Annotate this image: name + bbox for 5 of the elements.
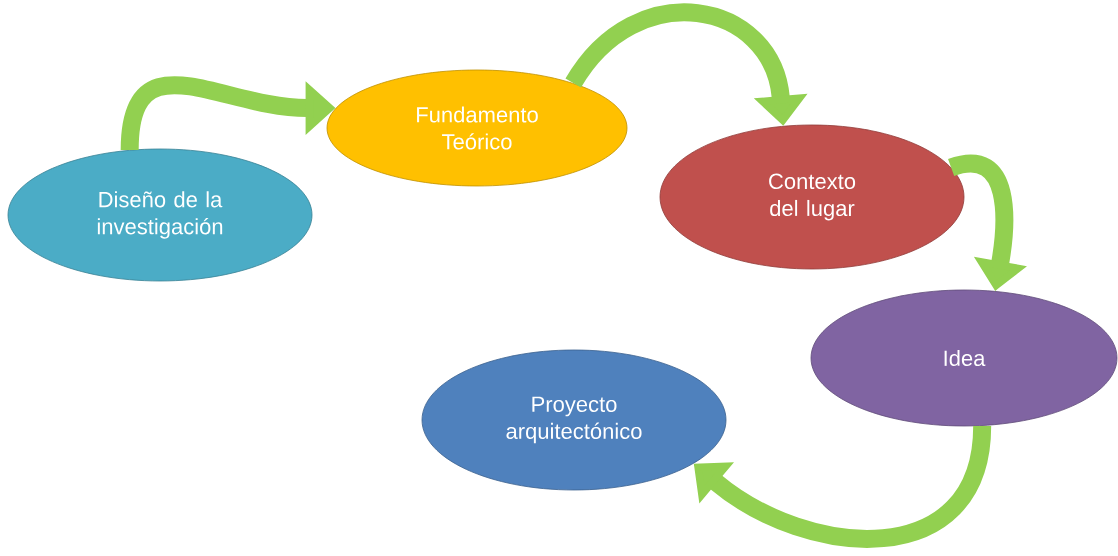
ellipse-node: Proyecto arquitectónico <box>421 349 727 491</box>
ellipse-node: Diseño de la investigación <box>7 148 313 282</box>
ellipse-node: Fundamento Teórico <box>326 69 628 187</box>
ellipse-node: Contexto del lugar <box>659 124 965 270</box>
ellipse-node: Idea <box>810 289 1118 427</box>
